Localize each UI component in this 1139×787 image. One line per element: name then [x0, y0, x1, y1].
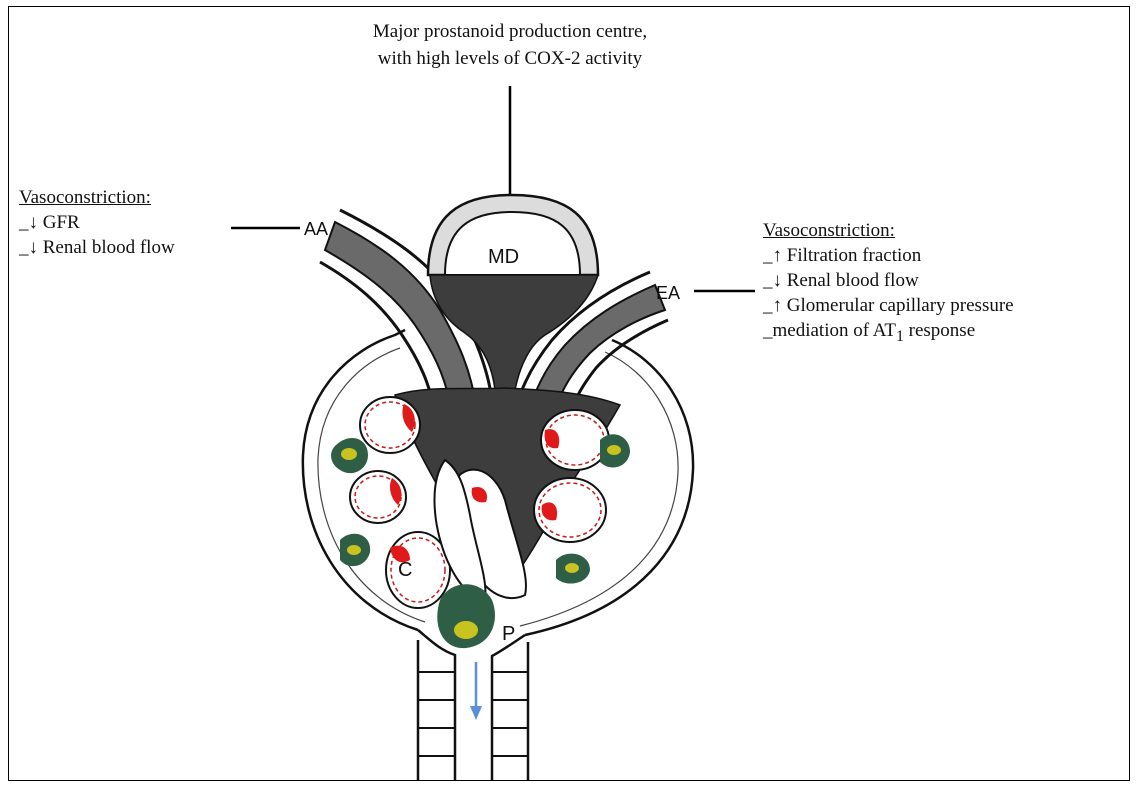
podocyte-nucleus [454, 621, 478, 639]
label-md: MD [488, 247, 519, 267]
podocyte-nucleus [341, 448, 357, 460]
at1-prefix: _mediation of AT [763, 320, 896, 341]
label-p: P [502, 624, 515, 644]
md-annotation-line2: with high levels of COX-2 activity [280, 45, 740, 72]
label-c: C [398, 560, 412, 580]
ea-effect-item: _mediation of AT1 response [763, 318, 1014, 349]
ea-effect-item: _↑ Glomerular capillary pressure [763, 293, 1014, 318]
ea-effect-item: _↓ Renal blood flow [763, 268, 1014, 293]
aa-effect-item: _↓ Renal blood flow [19, 235, 175, 260]
label-ea: EA [656, 283, 680, 303]
podocyte-nucleus [347, 545, 361, 555]
md-annotation: Major prostanoid production centre, with… [280, 18, 740, 72]
at1-subscript: 1 [896, 328, 904, 345]
podocyte-nucleus [565, 563, 579, 573]
tubule-rungs [418, 672, 528, 756]
proximal-tubule [418, 630, 528, 780]
flow-arrow-head [470, 706, 482, 720]
md-annotation-line1: Major prostanoid production centre, [280, 18, 740, 45]
podocyte-nucleus [607, 445, 621, 455]
aa-effect-item: _↓ GFR [19, 210, 175, 235]
ea-effects-heading: Vasoconstriction: [763, 218, 1014, 243]
ea-effects-block: Vasoconstriction: _↑ Filtration fraction… [763, 218, 1014, 349]
label-aa: AA [304, 219, 328, 239]
at1-suffix: response [904, 320, 975, 341]
aa-effects-heading: Vasoconstriction: [19, 185, 175, 210]
ea-effect-item: _↑ Filtration fraction [763, 243, 1014, 268]
aa-effects-block: Vasoconstriction: _↓ GFR _↓ Renal blood … [19, 185, 175, 260]
